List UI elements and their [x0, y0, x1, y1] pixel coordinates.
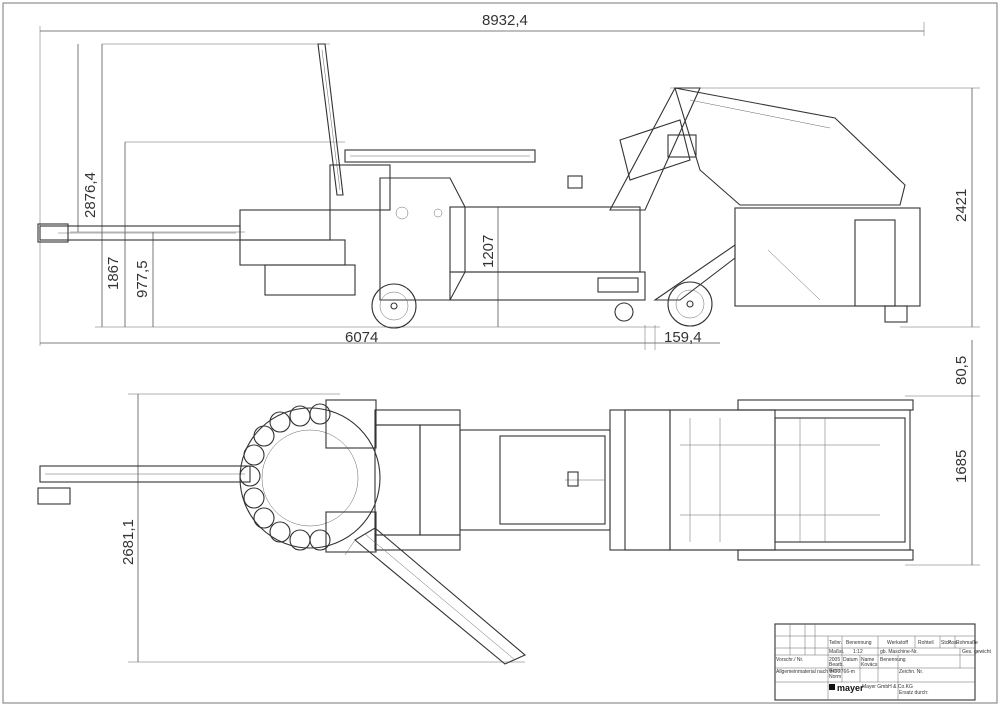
dimension-2681: 2681,1	[120, 393, 525, 663]
dimension-80: 80,5	[953, 340, 973, 396]
dimension-label-977: 977,5	[134, 260, 151, 298]
tb-pos: Pos.	[948, 640, 958, 646]
tb-massstab-label: Maßst.	[829, 649, 844, 655]
dimension-label-80: 80,5	[953, 356, 970, 385]
tb-stck: Stck.	[941, 640, 952, 646]
tb-rohmasse: Rohmaße	[956, 640, 978, 646]
tb-massstab-value: 1:12	[853, 649, 863, 655]
tb-benennung2: Benennung	[880, 657, 906, 663]
tb-teilnr: Teilnr.	[829, 640, 842, 646]
tb-company: Mayer GmbH & Co.KG	[862, 684, 913, 690]
tb-year: 2005	[829, 657, 840, 663]
tb-gepr: Gepr.	[829, 668, 841, 674]
tb-datum: Datum	[843, 657, 858, 663]
top-view-machine	[37, 399, 914, 665]
dimension-overall-length: 8932,4	[39, 12, 925, 346]
logo-mark-icon	[829, 684, 835, 690]
dimension-label-1867: 1867	[105, 257, 122, 290]
turntable-pots	[239, 403, 331, 551]
dimension-label-6074: 6074	[345, 329, 378, 346]
tb-vorschr-nr: Vorschr./ Nr.	[776, 657, 803, 663]
tb-maschine-nr: gb. Maschine-Nr.	[880, 649, 918, 655]
tb-norm: Norm	[829, 674, 841, 680]
tb-ersatz: Ersatz durch:	[899, 690, 928, 696]
tb-author: Kovács	[861, 662, 878, 668]
dimension-label-8932: 8932,4	[482, 12, 528, 29]
tb-bearb: Bearb.	[829, 662, 844, 668]
dimension-label-159: 159,4	[664, 329, 702, 346]
dimension-label-2681: 2681,1	[120, 519, 137, 565]
tb-benennung: Benennung	[846, 640, 872, 646]
tb-werkstoff: Werkstoff	[887, 640, 909, 646]
dimension-label-1685: 1685	[953, 450, 970, 483]
company-logo: mayer	[837, 683, 864, 693]
title-block: Teilnr. Benennung Werkstoff Rohteil Stck…	[774, 623, 992, 701]
dimension-label-1207: 1207	[480, 235, 497, 268]
dimension-label-2421: 2421	[953, 189, 970, 222]
tb-zeichn-nr: Zeichn. Nr.	[899, 669, 923, 675]
tb-description: Allgemeinmaterial nach BO 2766-m	[776, 669, 855, 675]
dimension-1685: 1685	[905, 395, 980, 566]
tb-rohteil: Rohteil	[918, 640, 934, 646]
tb-name: Name	[861, 657, 875, 663]
side-view-machine	[37, 43, 921, 329]
dimension-label-2876: 2876,4	[82, 172, 99, 218]
tb-gesamt: Ges. gewicht	[962, 649, 992, 655]
